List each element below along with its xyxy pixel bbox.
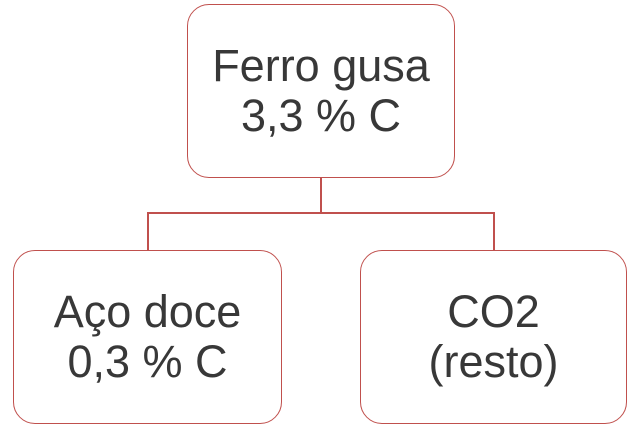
connector-root-stub: [320, 178, 322, 213]
node-co2-value: (resto): [428, 336, 559, 387]
node-co2: CO2 (resto): [360, 250, 627, 424]
node-aco-doce-title: Aço doce: [53, 286, 242, 337]
node-ferro-gusa-title: Ferro gusa: [212, 40, 430, 91]
node-ferro-gusa-value: 3,3 % C: [240, 90, 402, 141]
node-co2-title: CO2: [447, 286, 540, 337]
connector-drop-to-aco-doce: [147, 212, 149, 251]
node-ferro-gusa: Ferro gusa 3,3 % C: [187, 4, 455, 178]
connector-drop-to-co2: [493, 212, 495, 251]
connector-horizontal-rail: [147, 212, 495, 214]
node-aco-doce-value: 0,3 % C: [67, 336, 228, 387]
node-aco-doce: Aço doce 0,3 % C: [13, 250, 282, 424]
